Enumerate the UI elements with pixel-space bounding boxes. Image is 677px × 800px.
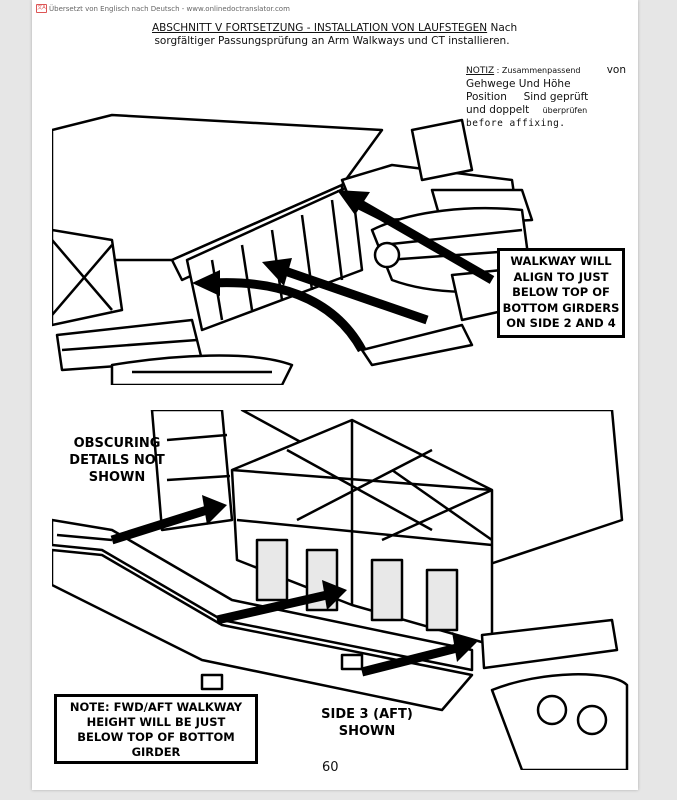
side3-label: SIDE 3 (AFT) SHOWN <box>321 707 413 739</box>
panel-1 <box>255 538 289 602</box>
outer-walkway-rail <box>52 518 474 672</box>
note-line4b: überprüfen <box>542 106 588 115</box>
right-walkway-box <box>480 618 619 670</box>
panel-4 <box>425 568 459 632</box>
track-bottom <box>110 354 294 385</box>
arrow-5 <box>216 590 328 625</box>
obscuring-label: OBSCURING DETAILS NOT SHOWN <box>69 436 165 485</box>
page-number: 60 <box>322 760 339 775</box>
section-heading: ABSCHNITT V FORTSETZUNG - INSTALLATION V… <box>152 22 532 48</box>
clamp-1 <box>340 653 364 671</box>
arrow-3 <box>211 278 366 353</box>
translator-banner-text: Übersetzt von Englisch nach Deutsch - ww… <box>49 4 290 13</box>
note-line2: Gehwege Und Höhe <box>466 78 571 90</box>
document-page: 文A Übersetzt von Englisch nach Deutsch -… <box>32 0 638 790</box>
walkway-align-callout: WALKWAY WILL ALIGN TO JUST BELOW TOP OF … <box>497 248 625 338</box>
right-tower <box>410 118 474 182</box>
note-von: von <box>606 64 626 76</box>
arrow-2 <box>280 265 429 325</box>
note-line4a: und doppelt <box>466 104 530 116</box>
note-line3b: Sind geprüft <box>523 91 589 103</box>
note-line5: before affixing. <box>466 118 566 129</box>
note-line1: : Zusammenpassend <box>494 66 581 75</box>
fwd-aft-note: NOTE: FWD/AFT WALKWAY HEIGHT WILL BE JUS… <box>54 694 258 764</box>
section-title-tail: Nach <box>487 22 518 34</box>
walkway-piece-right <box>360 323 474 367</box>
panel-3 <box>370 558 404 622</box>
track-wheel-lower <box>536 694 568 726</box>
figure-1-drawing <box>52 113 534 385</box>
arrow-1 <box>354 198 495 284</box>
note-line3a: Position <box>466 91 507 103</box>
section-subtitle: sorgfältiger Passungsprüfung an Arm Walk… <box>154 35 510 47</box>
section-title: ABSCHNITT V FORTSETZUNG - INSTALLATION V… <box>152 22 488 34</box>
arrow-4 <box>110 505 209 545</box>
track-wheel <box>373 241 401 269</box>
left-lattice <box>52 228 124 327</box>
arrow-6 <box>360 643 459 677</box>
translate-icon: 文A <box>36 4 47 13</box>
translator-banner[interactable]: 文A Übersetzt von Englisch nach Deutsch -… <box>36 4 290 13</box>
note-label: NOTIZ <box>466 66 495 76</box>
note-block: NOTIZ : Zusammenpassend von Gehwege Und H… <box>466 64 626 130</box>
clamp-2 <box>200 673 224 691</box>
central-girder <box>185 183 364 332</box>
figure-2-drawing <box>52 410 629 770</box>
